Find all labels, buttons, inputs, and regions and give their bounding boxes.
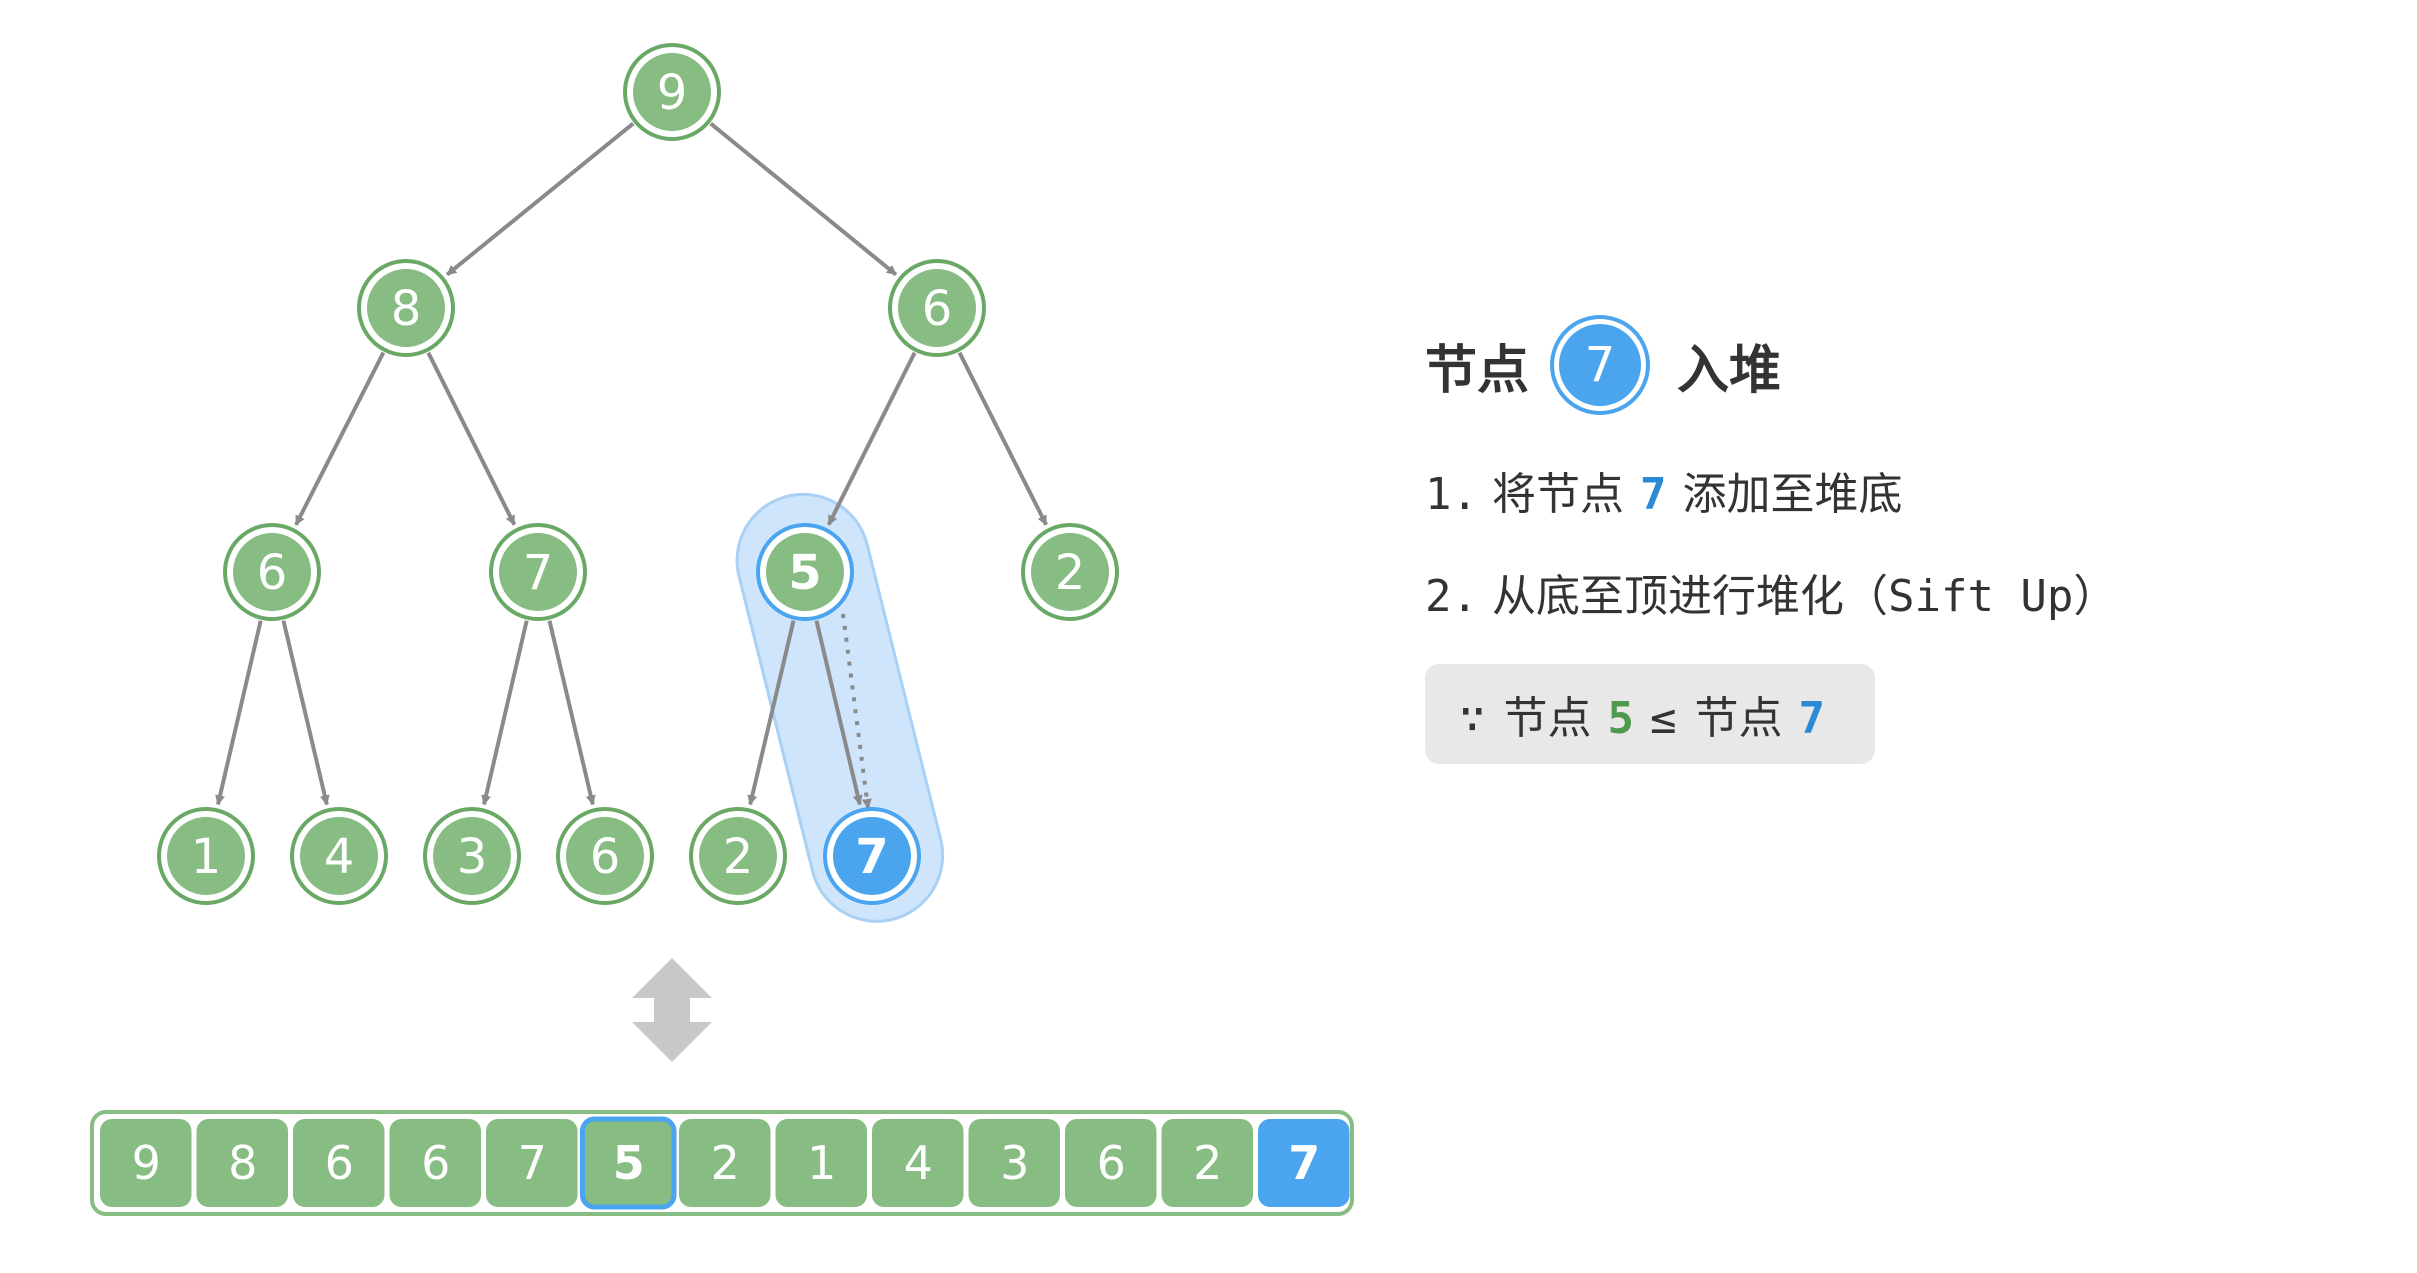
tree-node: 2 bbox=[689, 807, 787, 905]
array-cell-value: 5 bbox=[613, 1136, 645, 1190]
title-suffix: 入堆 bbox=[1677, 340, 1782, 401]
title-prefix: 节点 bbox=[1425, 340, 1530, 401]
array-cell: 7 bbox=[486, 1119, 578, 1207]
tree-node: 7 bbox=[823, 807, 921, 905]
tree-node-value: 9 bbox=[657, 65, 688, 121]
array-cell: 2 bbox=[1161, 1119, 1253, 1207]
conversion-arrow-icon bbox=[632, 958, 712, 1062]
condition-operator: ≤ bbox=[1650, 693, 1677, 744]
because-symbol: ∵ bbox=[1459, 693, 1486, 744]
step-1-after: 添加至堆底 bbox=[1682, 469, 1903, 520]
tree-edge bbox=[957, 351, 1048, 526]
condition-value-b: 7 bbox=[1798, 693, 1826, 744]
array-cell-value: 4 bbox=[904, 1136, 933, 1190]
array-cell: 7 bbox=[1258, 1119, 1350, 1207]
tree-edge bbox=[481, 620, 529, 806]
tree-node: 1 bbox=[157, 807, 255, 905]
array-cell-value: 6 bbox=[421, 1136, 450, 1190]
tree-node: 6 bbox=[888, 259, 986, 357]
tree-node: 5 bbox=[756, 523, 854, 621]
condition-box: ∵ 节点 5 ≤ 节点 7 bbox=[1425, 664, 1875, 764]
tree-edge bbox=[709, 122, 898, 277]
tree-node: 2 bbox=[1021, 523, 1119, 621]
tree-node-value: 2 bbox=[1055, 545, 1086, 601]
array-cell: 5 bbox=[580, 1116, 677, 1210]
array-cell: 6 bbox=[1065, 1119, 1157, 1207]
array-cell: 2 bbox=[679, 1119, 771, 1207]
tree-node: 7 bbox=[489, 523, 587, 621]
array-cell: 6 bbox=[293, 1119, 385, 1207]
step-2-text: 从底至顶进行堆化（Sift Up） bbox=[1491, 571, 2118, 622]
array-cell: 8 bbox=[196, 1119, 288, 1207]
tree-node-value: 3 bbox=[457, 829, 488, 885]
tree-edge bbox=[826, 351, 917, 526]
array-cell-value: 7 bbox=[518, 1136, 547, 1190]
tree-edge bbox=[426, 351, 517, 526]
tree-node-value: 6 bbox=[922, 281, 953, 337]
tree-node-value: 4 bbox=[324, 829, 355, 885]
heap-diagram: 9 8 6 6 7 5 2 1 4 3 6 2 7 9 8 6 6 7 5 2 1 4 3 6 2 7 bbox=[90, 43, 1354, 1216]
array-cell-value: 6 bbox=[325, 1136, 354, 1190]
tree-nodes: 9 8 6 6 7 5 2 1 4 3 6 2 7 bbox=[157, 43, 1119, 905]
tree-edge bbox=[547, 620, 596, 806]
tree-node: 6 bbox=[223, 523, 321, 621]
array-cell-value: 8 bbox=[228, 1136, 257, 1190]
condition-value-a: 5 bbox=[1607, 693, 1635, 744]
tree-edge bbox=[445, 121, 635, 277]
tree-edge bbox=[747, 620, 796, 806]
array-cell: 9 bbox=[100, 1119, 192, 1207]
panel-title: 节点 7 入堆 bbox=[1425, 310, 2325, 420]
tree-edge bbox=[281, 620, 330, 806]
step-2: 2. 从底至顶进行堆化（Sift Up） bbox=[1425, 560, 2325, 624]
step-1-value: 7 bbox=[1639, 469, 1667, 520]
array-cell-value: 2 bbox=[1193, 1136, 1222, 1190]
tree-edges bbox=[215, 121, 1048, 806]
tree-edge bbox=[215, 620, 263, 806]
tree-node: 6 bbox=[556, 807, 654, 905]
tree-node: 3 bbox=[423, 807, 521, 905]
array-cell-value: 6 bbox=[1097, 1136, 1126, 1190]
array-cell-value: 7 bbox=[1288, 1136, 1320, 1190]
tree-node: 4 bbox=[290, 807, 388, 905]
tree-edge bbox=[814, 620, 863, 806]
array-cell: 4 bbox=[872, 1119, 964, 1207]
tree-node-value: 6 bbox=[257, 545, 288, 601]
condition-label-b: 节点 bbox=[1694, 693, 1783, 744]
step-1-number: 1. bbox=[1425, 469, 1478, 520]
tree-node-value: 8 bbox=[391, 281, 422, 337]
tree-node: 9 bbox=[623, 43, 721, 141]
step-2-number: 2. bbox=[1425, 571, 1478, 622]
tree-node-value: 7 bbox=[855, 829, 888, 885]
swap-arrow bbox=[841, 613, 872, 809]
array-cells: 9 8 6 6 7 5 2 1 4 3 6 2 7 bbox=[100, 1116, 1350, 1210]
array-cell: 3 bbox=[968, 1119, 1060, 1207]
tree-node-value: 1 bbox=[191, 829, 222, 885]
tree-edge bbox=[294, 351, 386, 526]
step-1-before: 将节点 bbox=[1491, 469, 1624, 520]
tree-node-value: 2 bbox=[723, 829, 754, 885]
array-cell: 6 bbox=[389, 1119, 481, 1207]
tree-node-value: 6 bbox=[590, 829, 621, 885]
array-cell-value: 1 bbox=[807, 1136, 836, 1190]
array-cell-value: 2 bbox=[711, 1136, 740, 1190]
condition-label-a: 节点 bbox=[1503, 693, 1592, 744]
array-cell-value: 3 bbox=[1000, 1136, 1029, 1190]
array-cell: 1 bbox=[775, 1119, 867, 1207]
step-1: 1. 将节点 7 添加至堆底 bbox=[1425, 458, 2325, 522]
title-node-badge: 7 bbox=[1559, 324, 1642, 406]
tree-node-value: 5 bbox=[788, 545, 821, 601]
tree-node-value: 7 bbox=[523, 545, 554, 601]
tree-node: 8 bbox=[357, 259, 455, 357]
array-cell-value: 9 bbox=[132, 1136, 161, 1190]
